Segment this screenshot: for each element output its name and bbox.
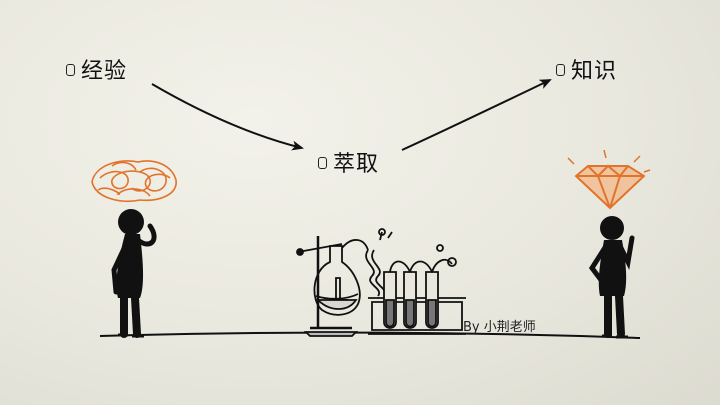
thinking-person-figure (111, 209, 157, 338)
checkbox-icon (556, 64, 565, 76)
extraction-text: 萃取 (333, 152, 380, 177)
experience-label: 经验 (66, 53, 127, 85)
knowledge-label: 知识 (556, 53, 617, 85)
knowledgeable-person-figure (588, 216, 635, 339)
diamond-icon (567, 149, 651, 210)
knowledge-text: 知识 (571, 59, 618, 84)
arrow-extraction-to-knowledge (401, 79, 552, 151)
extraction-label: 萃取 (318, 146, 379, 178)
checkbox-icon (318, 157, 327, 169)
scribble-thought-icon (91, 160, 177, 202)
arrow-experience-to-extraction (151, 83, 304, 151)
test-tube-rack-icon (368, 244, 466, 335)
lab-flask-icon (296, 236, 369, 337)
experience-text: 经验 (81, 59, 128, 84)
checkbox-icon (66, 64, 75, 76)
author-credit: By 小荆老师 (463, 320, 536, 335)
